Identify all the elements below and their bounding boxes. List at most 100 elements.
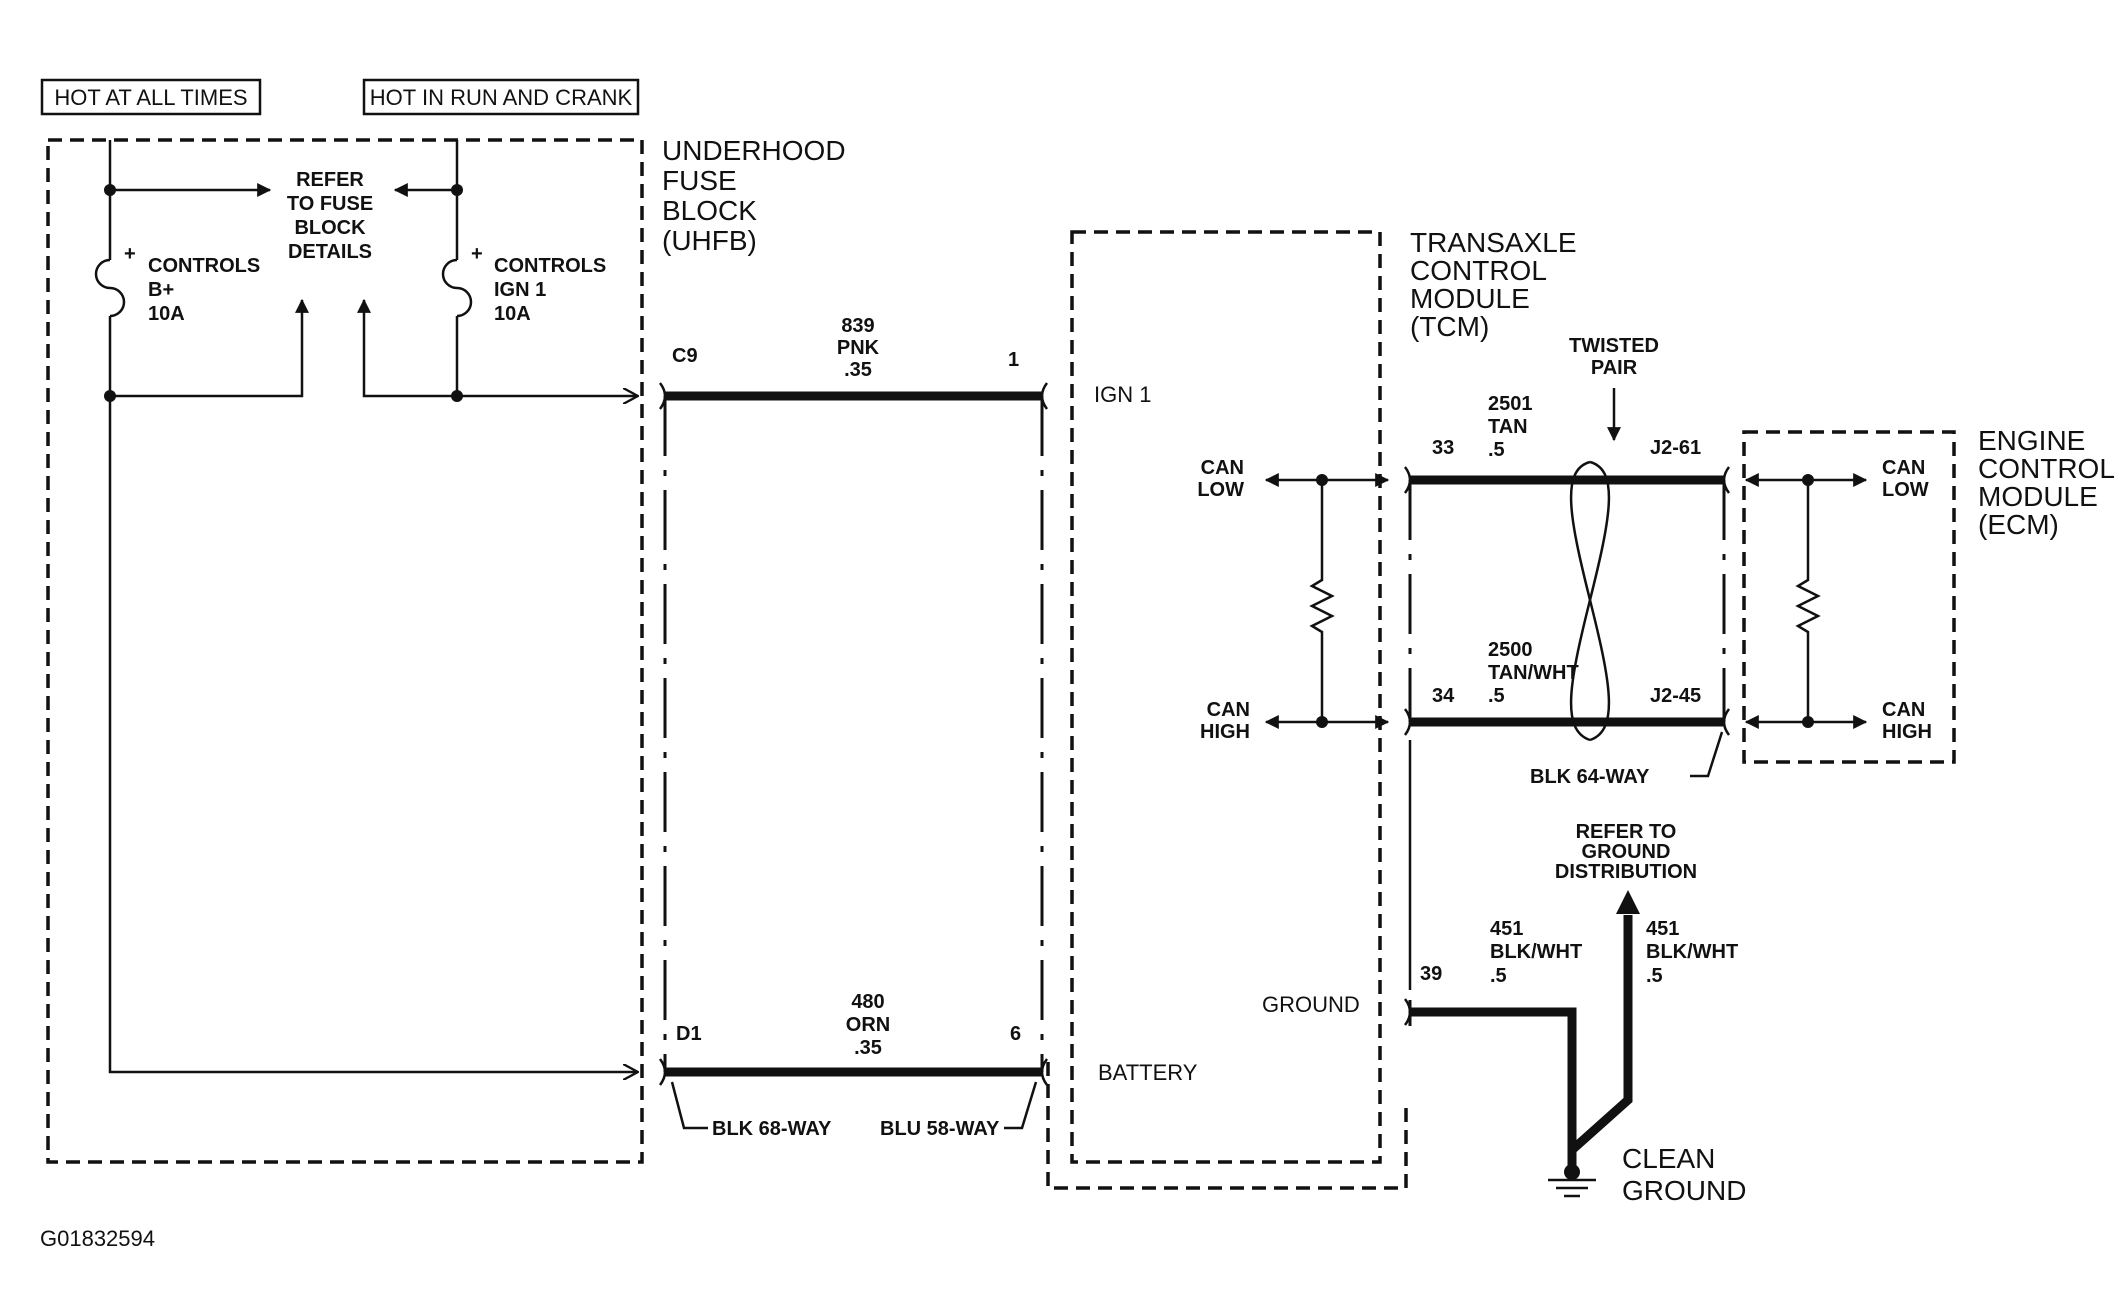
svg-text:ENGINE: ENGINE [1978,425,2085,456]
svg-text:C9: C9 [672,345,698,367]
svg-text:TAN: TAN [1488,416,1528,438]
svg-text:J2-45: J2-45 [1650,685,1701,707]
svg-text:CLEAN: CLEAN [1622,1143,1715,1174]
tcm-can-termination [1264,473,1390,729]
refer-ground-distribution: REFER TO GROUND DISTRIBUTION [1555,821,1697,883]
svg-text:HIGH: HIGH [1882,721,1932,743]
wire-839 [658,382,1049,410]
wire-2500 [1403,708,1731,736]
fuse-ign1: + [441,190,483,396]
svg-text:HIGH: HIGH [1200,721,1250,743]
ecm-title: ENGINE CONTROL MODULE (ECM) [1978,425,2115,540]
svg-text:MODULE: MODULE [1410,283,1530,314]
twisted-pair-symbol [1569,388,1621,742]
ground-symbol-icon [1548,1164,1596,1198]
svg-text:TWISTED: TWISTED [1569,335,1659,357]
svg-text:CAN: CAN [1882,457,1925,479]
svg-text:10A: 10A [494,303,531,325]
blk-64-way-label: BLK 64-WAY [1530,731,1724,788]
svg-text:GROUND: GROUND [1622,1175,1746,1206]
svg-text:.35: .35 [854,1037,882,1059]
svg-text:DISTRIBUTION: DISTRIBUTION [1555,861,1697,883]
blu-58-way-label: BLU 58-WAY [880,1081,1038,1140]
svg-text:MODULE: MODULE [1978,481,2098,512]
svg-text:.5: .5 [1490,965,1507,987]
svg-text:+: + [471,243,483,265]
svg-text:1: 1 [1008,349,1019,371]
ecm-can-termination [1744,473,1868,729]
wire-2501-label: 2501 TAN .5 33 J2-61 [1432,393,1701,461]
svg-text:CAN: CAN [1207,699,1250,721]
svg-text:BLK/WHT: BLK/WHT [1646,941,1738,963]
svg-text:34: 34 [1432,685,1455,707]
tcm-ign1-label: IGN 1 [1094,382,1151,407]
svg-text:PNK: PNK [837,337,880,359]
hot-in-run-crank-label: HOT IN RUN AND CRANK [362,78,640,116]
tcm-outer-outline [1046,1062,1408,1190]
ecm-box [1742,430,1956,764]
uhfb-box [46,138,644,1164]
svg-text:(ECM): (ECM) [1978,509,2059,540]
tcm-can-low-label: CAN LOW [1197,457,1244,501]
svg-text:839: 839 [841,315,874,337]
svg-text:BLOCK: BLOCK [662,195,757,226]
twisted-pair-label: TWISTED PAIR [1569,335,1659,379]
svg-text:PAIR: PAIR [1591,357,1638,379]
svg-text:.5: .5 [1488,439,1505,461]
svg-text:REFER: REFER [296,169,364,191]
svg-text:BLK/WHT: BLK/WHT [1490,941,1582,963]
wire-839-label: 839 PNK .35 C9 1 [672,315,1019,381]
svg-text:TRANSAXLE: TRANSAXLE [1410,227,1577,258]
tcm-title: TRANSAXLE CONTROL MODULE (TCM) [1410,227,1577,342]
wire-2500-label: 2500 TAN/WHT .5 34 J2-45 [1432,639,1701,707]
svg-text:451: 451 [1490,918,1523,940]
svg-text:CAN: CAN [1201,457,1244,479]
svg-text:LOW: LOW [1882,479,1929,501]
wire-451-label: 39 451 BLK/WHT .5 [1420,918,1582,987]
svg-text:BLK 68-WAY: BLK 68-WAY [712,1118,832,1140]
svg-text:2501: 2501 [1488,393,1533,415]
tcm-can-high-label: CAN HIGH [1200,699,1250,743]
svg-text:CONTROL: CONTROL [1978,453,2115,484]
wire-480 [658,1058,1049,1086]
svg-text:BLU 58-WAY: BLU 58-WAY [880,1118,1000,1140]
svg-text:.5: .5 [1646,965,1663,987]
tcm-box [1070,230,1382,1164]
blk-68-way-label: BLK 68-WAY [670,1081,832,1140]
ecm-can-low-label: CAN LOW [1882,457,1929,501]
ground-ref-arrow [1616,890,1640,914]
wire-451b-label: 451 BLK/WHT .5 [1646,918,1738,987]
clean-ground-label: CLEAN GROUND [1622,1143,1746,1206]
svg-text:2500: 2500 [1488,639,1533,661]
svg-text:33: 33 [1432,437,1454,459]
svg-text:ORN: ORN [846,1014,890,1036]
svg-text:HOT AT ALL TIMES: HOT AT ALL TIMES [54,85,247,110]
fuse-b-plus: + [94,190,136,396]
svg-text:D1: D1 [676,1023,702,1045]
svg-text:(TCM): (TCM) [1410,311,1489,342]
svg-text:TO FUSE: TO FUSE [287,193,373,215]
svg-text:CONTROLS: CONTROLS [148,255,260,277]
svg-text:BLK 64-WAY: BLK 64-WAY [1530,766,1650,788]
svg-text:IGN 1: IGN 1 [494,279,546,301]
svg-text:.5: .5 [1488,685,1505,707]
svg-text:451: 451 [1646,918,1679,940]
tcm-battery-label: BATTERY [1098,1060,1198,1085]
svg-text:39: 39 [1420,963,1442,985]
svg-text:10A: 10A [148,303,185,325]
svg-text:(UHFB): (UHFB) [662,225,757,256]
svg-text:480: 480 [851,991,884,1013]
svg-text:+: + [124,243,136,265]
svg-text:REFER TO: REFER TO [1576,821,1677,843]
fuse-ign1-label: CONTROLS IGN 1 10A [494,255,606,325]
svg-text:GROUND: GROUND [1582,841,1671,863]
svg-text:.35: .35 [844,359,872,381]
uhfb-title: UNDERHOOD FUSE BLOCK (UHFB) [662,135,846,256]
tcm-ground-label: GROUND [1262,992,1360,1017]
wire-480-label: 480 ORN .35 D1 6 [676,991,1021,1059]
hot-at-all-times-label: HOT AT ALL TIMES [40,78,262,116]
svg-text:B+: B+ [148,279,174,301]
svg-text:DETAILS: DETAILS [288,241,372,263]
wire-2501 [1403,466,1731,494]
